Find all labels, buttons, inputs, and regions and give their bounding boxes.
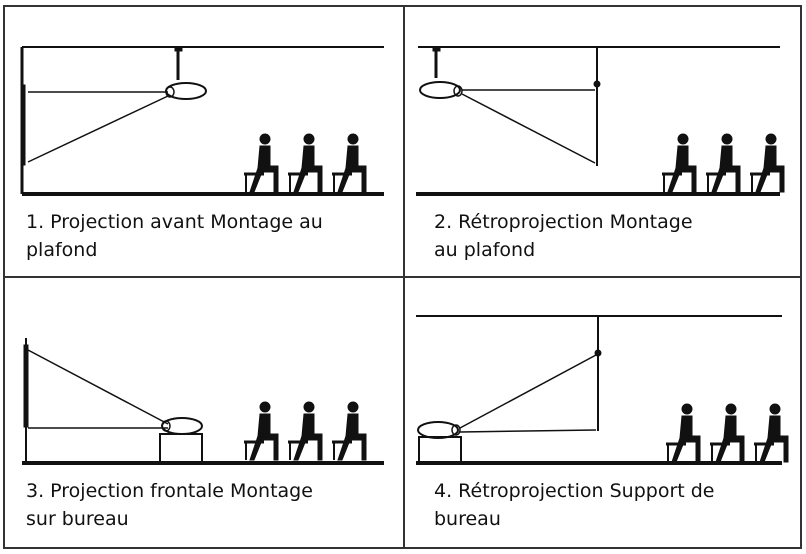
projection-top-ray: [459, 354, 597, 429]
projector: [165, 46, 207, 100]
panel-1-caption-line-1: 1. Projection avant Montage au: [26, 211, 323, 233]
audience: [666, 403, 789, 463]
audience: [662, 133, 785, 193]
screen-point: [593, 80, 601, 88]
projection-bottom-ray: [27, 95, 169, 163]
projector: [417, 421, 461, 439]
panel-3-caption-line-1: 3. Projection frontale Montage: [26, 480, 313, 502]
projector: [419, 46, 463, 99]
projection-bottom-ray: [461, 93, 596, 164]
panel-2-illustration: [416, 46, 785, 196]
panel-2-caption-line-1: 2. Rétroprojection Montage: [434, 211, 693, 233]
panel-4-caption-line-2: bureau: [434, 508, 501, 530]
panel-2-caption: 2. Rétroprojection Montage au plafond: [434, 208, 693, 264]
audience: [244, 133, 367, 193]
desk: [159, 433, 203, 464]
desk: [418, 436, 462, 464]
panel-3-caption-line-2: sur bureau: [26, 508, 129, 530]
audience: [244, 401, 367, 461]
projection-top-ray: [27, 349, 169, 425]
panel-1-caption: 1. Projection avant Montage au plafond: [26, 208, 323, 264]
panel-4-caption-line-1: 4. Rétroprojection Support de: [434, 480, 715, 502]
panel-3-caption: 3. Projection frontale Montage sur burea…: [26, 477, 313, 533]
projector: [161, 417, 203, 435]
screen: [20, 84, 26, 166]
panel-3-illustration: [22, 338, 384, 465]
panel-4-caption: 4. Rétroprojection Support de bureau: [434, 477, 715, 533]
panel-4-illustration: [416, 315, 789, 465]
projection-bottom-ray: [459, 429, 597, 433]
screen-point: [594, 349, 602, 357]
panel-2-caption-line-2: au plafond: [434, 239, 536, 261]
panel-1-caption-line-2: plafond: [26, 239, 98, 261]
panel-1-illustration: [20, 46, 384, 196]
